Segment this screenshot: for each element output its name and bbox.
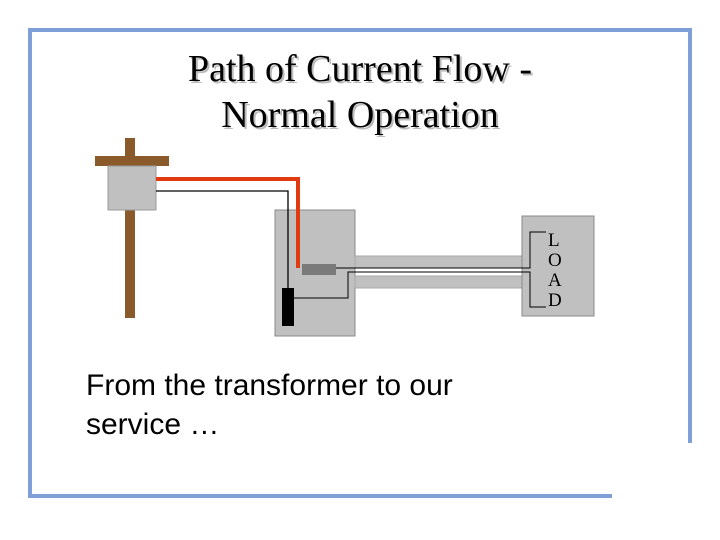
transformer (107, 165, 157, 211)
load-box (521, 215, 595, 317)
neutral-bar (282, 288, 294, 326)
pole-post (125, 138, 135, 318)
load-letter: A (548, 270, 562, 291)
conduit-upper (354, 255, 523, 269)
live-wire (156, 177, 300, 268)
load-neutral-wire (294, 271, 546, 308)
load-letter: L (548, 230, 560, 251)
slide-frame-bottom (28, 494, 612, 498)
title-line-2: Normal Operation (221, 94, 499, 136)
caption-line-1: From the transformer to our (86, 369, 453, 402)
breaker (302, 264, 336, 275)
pole-post-upper (127, 138, 134, 158)
load-letter: D (548, 290, 562, 311)
load-letter: O (548, 250, 562, 271)
conduit-lower (354, 275, 523, 289)
title-line-1: Path of Current Flow - (187, 48, 533, 90)
neutral-wire (156, 190, 289, 296)
slide-caption: From the transformer to our service … (86, 366, 566, 444)
load-hot-wire (336, 231, 546, 269)
slide-title: Path of Current Flow - Normal Operation (60, 46, 660, 138)
caption-line-2: service … (86, 408, 220, 441)
slide-frame-left (28, 28, 32, 498)
slide-frame-right (688, 28, 692, 443)
slide-frame-top (28, 28, 692, 32)
